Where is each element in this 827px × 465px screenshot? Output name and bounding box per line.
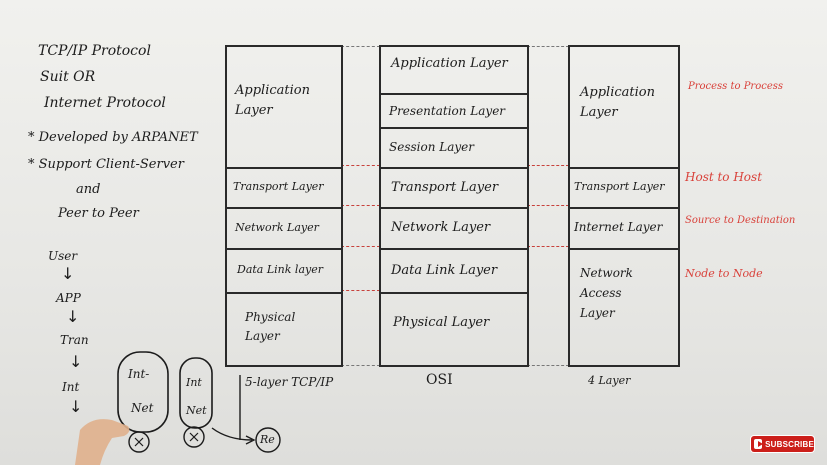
flow-user: User [48,249,78,263]
connector-line [341,165,380,166]
osi-network-label: Network Layer [391,220,491,235]
down-arrow-icon: ↓ [61,264,75,283]
osi-physical-label: Physical Layer [393,315,490,330]
tcpip4-transport: Transport Layer [570,167,678,207]
tcpip5-application: Application Layer [227,47,341,167]
connector-line [527,46,569,47]
tcpip5-datalink: Data Link layer [227,248,341,292]
tcpip4-caption: 4 Layer [588,374,631,387]
notes-title-line3: Internet Protocol [44,95,166,111]
down-arrow-icon: ↓ [69,352,83,371]
tcpip5-transport-label: Transport Layer [233,180,324,193]
tcpip4-network-access: Network Access Layer [570,248,678,365]
down-arrow-icon: ↓ [69,397,83,416]
youtube-play-icon [754,439,764,449]
connector-line [527,205,569,206]
tcpip5-caption: 5-layer TCP/IP [245,375,334,389]
notes-and: and [76,182,101,197]
tcpip5-physical: Physical Layer [227,292,341,365]
tcpip4-internet-label: Internet Layer [574,220,663,234]
tcpip5-table: Application Layer Transport Layer Networ… [225,45,343,367]
connector-line [341,246,380,247]
osi-application: Application Layer [381,47,527,93]
osi-presentation-label: Presentation Layer [389,104,506,118]
bubble2-line2: Net [186,404,207,417]
connector-line [341,46,380,47]
osi-physical: Physical Layer [381,292,527,365]
osi-datalink-label: Data Link Layer [391,263,498,278]
osi-transport: Transport Layer [381,167,527,207]
bubble1-line1: Int- [128,367,150,381]
tcpip4-table: Application Layer Transport Layer Intern… [568,45,680,367]
notes-bullet-arpanet: * Developed by ARPANET [28,130,198,145]
flow-tran: Tran [60,333,89,347]
tcpip4-application-label: Application Layer [580,85,655,120]
osi-transport-label: Transport Layer [391,180,499,195]
notes-title-line2: Suit OR [40,69,96,85]
connector-line [341,290,380,291]
osi-network: Network Layer [381,207,527,248]
notes-title-line1: TCP/IP Protocol [38,43,151,59]
connector-line [527,165,569,166]
osi-session: Session Layer [381,127,527,167]
connector-line [527,246,569,247]
notes-peer-to-peer: Peer to Peer [58,206,139,221]
bubble2-line1: Int [186,376,202,389]
connector-line [341,205,380,206]
tcpip4-network-access-label: Network Access Layer [580,266,633,320]
tcpip4-application: Application Layer [570,47,678,167]
connector-line [341,365,380,366]
flow-app: APP [56,291,81,305]
tcpip4-transport-label: Transport Layer [574,180,665,193]
annotation-source-to-destination: Source to Destination [685,215,796,226]
down-arrow-icon: ↓ [66,307,80,326]
tcpip5-network-label: Network Layer [235,221,319,234]
notes-bullet-client-server: * Support Client-Server [28,157,184,172]
tcpip4-internet: Internet Layer [570,207,678,248]
bubble-end: Re [260,433,275,446]
tcpip5-network: Network Layer [227,207,341,248]
connector-line [527,365,569,366]
bubble1-line2: Net [131,401,154,415]
tcpip5-transport: Transport Layer [227,167,341,207]
osi-session-label: Session Layer [389,140,474,154]
osi-datalink: Data Link Layer [381,248,527,292]
tcpip5-application-label: Application Layer [235,83,310,118]
tcpip5-datalink-label: Data Link layer [237,263,323,276]
osi-caption: OSI [426,372,453,388]
osi-application-label: Application Layer [391,56,508,71]
subscribe-label: SUBSCRIBE [765,439,814,449]
osi-presentation: Presentation Layer [381,93,527,127]
osi-table: Application Layer Presentation Layer Ses… [379,45,529,367]
annotation-process-to-process: Process to Process [688,81,784,92]
annotation-host-to-host: Host to Host [685,170,763,184]
subscribe-button[interactable]: SUBSCRIBE [751,436,814,452]
annotation-node-to-node: Node to Node [685,267,763,280]
flow-int: Int [62,380,80,394]
tcpip5-physical-label: Physical Layer [245,310,296,344]
